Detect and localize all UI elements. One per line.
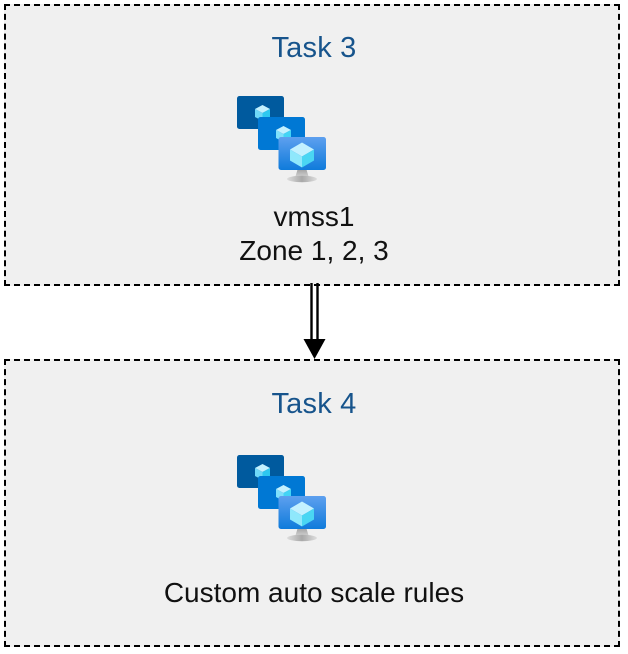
node-label-zones: Zone 1, 2, 3 bbox=[239, 235, 389, 266]
azure-vm-scale-set-icon bbox=[232, 451, 340, 547]
azure-vm-scale-set-icon bbox=[232, 92, 340, 188]
connector-arrow-task3-to-task4 bbox=[296, 281, 336, 363]
task-title-task4: Task 4 bbox=[271, 388, 357, 420]
task-title-task3: Task 3 bbox=[271, 32, 357, 64]
node-label-vmss1: vmss1 bbox=[273, 201, 355, 232]
node-label-custom-auto-scale-rules: Custom auto scale rules bbox=[163, 577, 465, 608]
